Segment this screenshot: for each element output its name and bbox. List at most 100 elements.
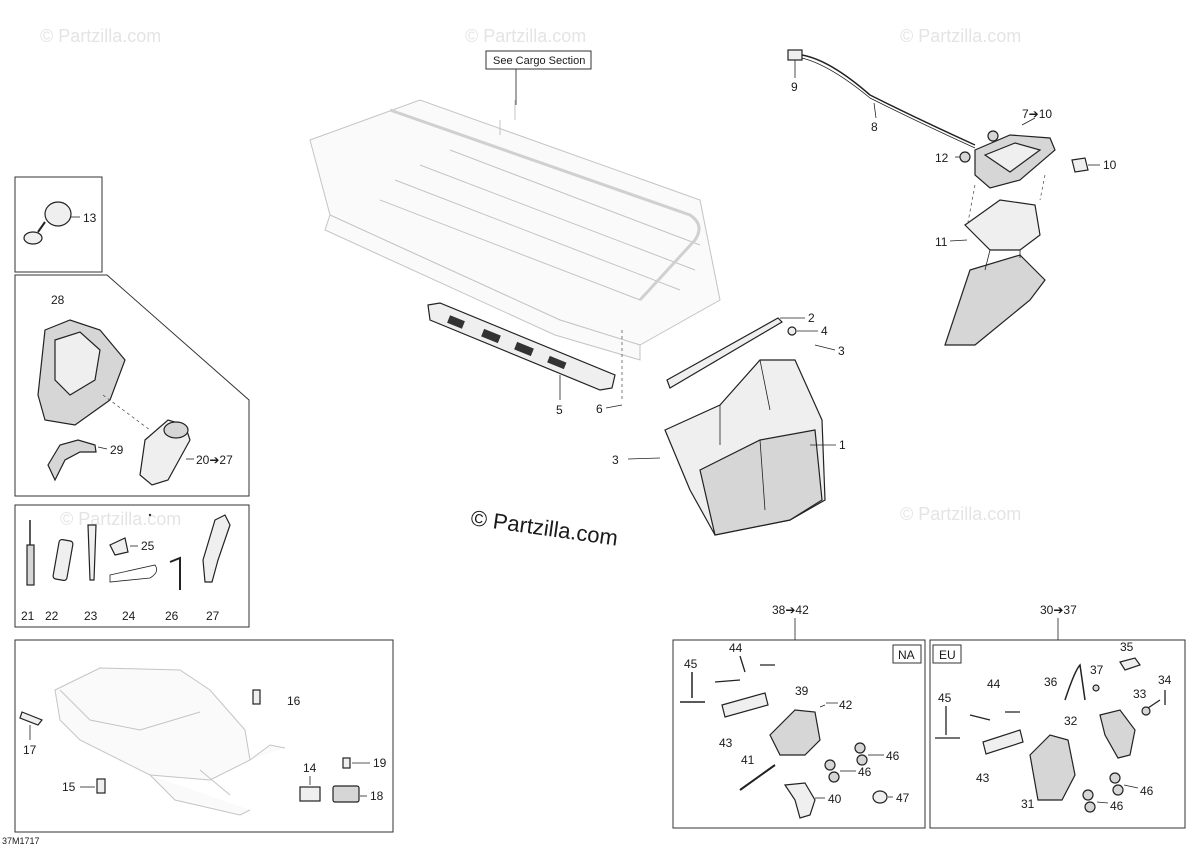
part-label-41: 41 [741, 753, 755, 767]
washer-part-4 [787, 326, 797, 336]
watermark: © Partzilla.com [465, 26, 586, 46]
snowmobile-outline [54, 667, 286, 816]
part-label-3: 3 [612, 453, 619, 467]
part-label-46: 46 [1110, 799, 1124, 813]
part-label-1: 1 [839, 438, 846, 452]
tool-pouch-part-20 [139, 419, 191, 486]
side-plate-part-5 [427, 302, 616, 391]
part-label-42: 42 [839, 698, 853, 712]
plate-part-18 [332, 785, 360, 803]
pin-part-41 [739, 764, 776, 791]
clip-part-35 [1119, 657, 1141, 671]
part-label-26: 26 [165, 609, 179, 623]
watermark: © Partzilla.com [60, 509, 181, 529]
part-label-46: 46 [886, 749, 900, 763]
cargo-rack [309, 99, 721, 361]
part-label-30: 30➔37 [1040, 603, 1077, 617]
part-label-46: 46 [858, 765, 872, 779]
panel-tools [14, 504, 250, 628]
hitch-bracket-part-31 [1029, 734, 1076, 801]
part-label-14: 14 [303, 761, 317, 775]
part-label-28: 28 [51, 293, 65, 307]
part-label-4: 4 [821, 324, 828, 338]
part-label-33: 33 [1133, 687, 1147, 701]
nuts-part-46 [824, 742, 868, 783]
part-label-2: 2 [808, 311, 815, 325]
part-label-36: 36 [1044, 675, 1058, 689]
strip-part-2 [666, 317, 783, 389]
watermark-main: © Partzilla.com [469, 505, 619, 550]
part-label-35: 35 [1120, 640, 1134, 654]
region-tag-eu: EU [939, 648, 956, 662]
cable-part-36 [1064, 663, 1086, 701]
storage-bag-part-28 [37, 319, 126, 426]
cargo-section-callout: See Cargo Section [493, 55, 585, 67]
part-label-23: 23 [84, 609, 98, 623]
part-label-9: 9 [791, 80, 798, 94]
part-label-32: 32 [1064, 714, 1078, 728]
part-label-39: 39 [795, 684, 809, 698]
grommet [987, 130, 999, 142]
part-label-8: 8 [871, 120, 878, 134]
wrench-part-23 [87, 524, 97, 581]
nuts-part-46 [1082, 772, 1124, 813]
panel-decals [14, 639, 394, 833]
panel-hitch-na [672, 639, 926, 829]
part-label-24: 24 [122, 609, 136, 623]
part-label-45: 45 [938, 691, 952, 705]
hex-key-part-26 [169, 556, 181, 590]
latch-part-32 [1099, 709, 1136, 759]
strap-part-29 [47, 439, 97, 482]
part-label-45: 45 [684, 657, 698, 671]
part-label-15: 15 [62, 780, 76, 794]
na-tag-box [892, 644, 922, 664]
part-label-34: 34 [1158, 673, 1172, 687]
panel-hitch-eu [929, 639, 1186, 829]
part-label-10: 10 [1103, 158, 1117, 172]
part-label-43: 43 [976, 771, 990, 785]
part-label-20: 20➔27 [196, 453, 233, 467]
watermark: © Partzilla.com [900, 26, 1021, 46]
part-label-21: 21 [21, 609, 35, 623]
clip-part-25 [109, 537, 129, 556]
part-label-11: 11 [935, 235, 948, 249]
part-label-43: 43 [719, 736, 733, 750]
part-label-29: 29 [110, 443, 124, 457]
part-label-18: 18 [370, 789, 384, 803]
socket-part-22 [52, 538, 74, 582]
decal-part-17 [19, 711, 43, 726]
part-label-7: 7➔10 [1022, 107, 1052, 121]
part-label-38: 38➔42 [772, 603, 809, 617]
light-housing-part-11 [944, 199, 1046, 346]
hitch-bracket-part-39 [769, 709, 821, 756]
part-label-19: 19 [373, 756, 387, 770]
part-label-17: 17 [23, 743, 37, 757]
part-label-25: 25 [141, 539, 155, 553]
plate-part-43 [721, 692, 769, 718]
screwdriver-part-21 [26, 520, 35, 586]
decal-part-15 [96, 778, 106, 794]
part-label-47: 47 [896, 791, 910, 805]
part-label-16: 16 [287, 694, 301, 708]
part-label-40: 40 [828, 792, 842, 806]
decal-part-14 [299, 786, 321, 802]
region-tag-na: NA [898, 648, 915, 662]
part-label-5: 5 [556, 403, 563, 417]
part-label-44: 44 [729, 641, 743, 655]
spring-part-33 [1141, 706, 1151, 716]
panel-28 [14, 274, 250, 497]
part-label-6: 6 [596, 402, 603, 416]
part-label-22: 22 [45, 609, 59, 623]
bulb-part-10 [1071, 157, 1089, 173]
diagram-code: 37M1717 [2, 836, 40, 846]
plate-part-43 [982, 729, 1024, 755]
part-label-12: 12 [935, 151, 949, 165]
panel-13 [14, 176, 103, 273]
part-label-31: 31 [1021, 797, 1035, 811]
decal-part-16 [252, 689, 261, 705]
watermark: © Partzilla.com [40, 26, 161, 46]
eu-tag-box [932, 644, 962, 664]
clip-part-40 [783, 782, 816, 819]
part-label-37: 37 [1090, 663, 1104, 677]
